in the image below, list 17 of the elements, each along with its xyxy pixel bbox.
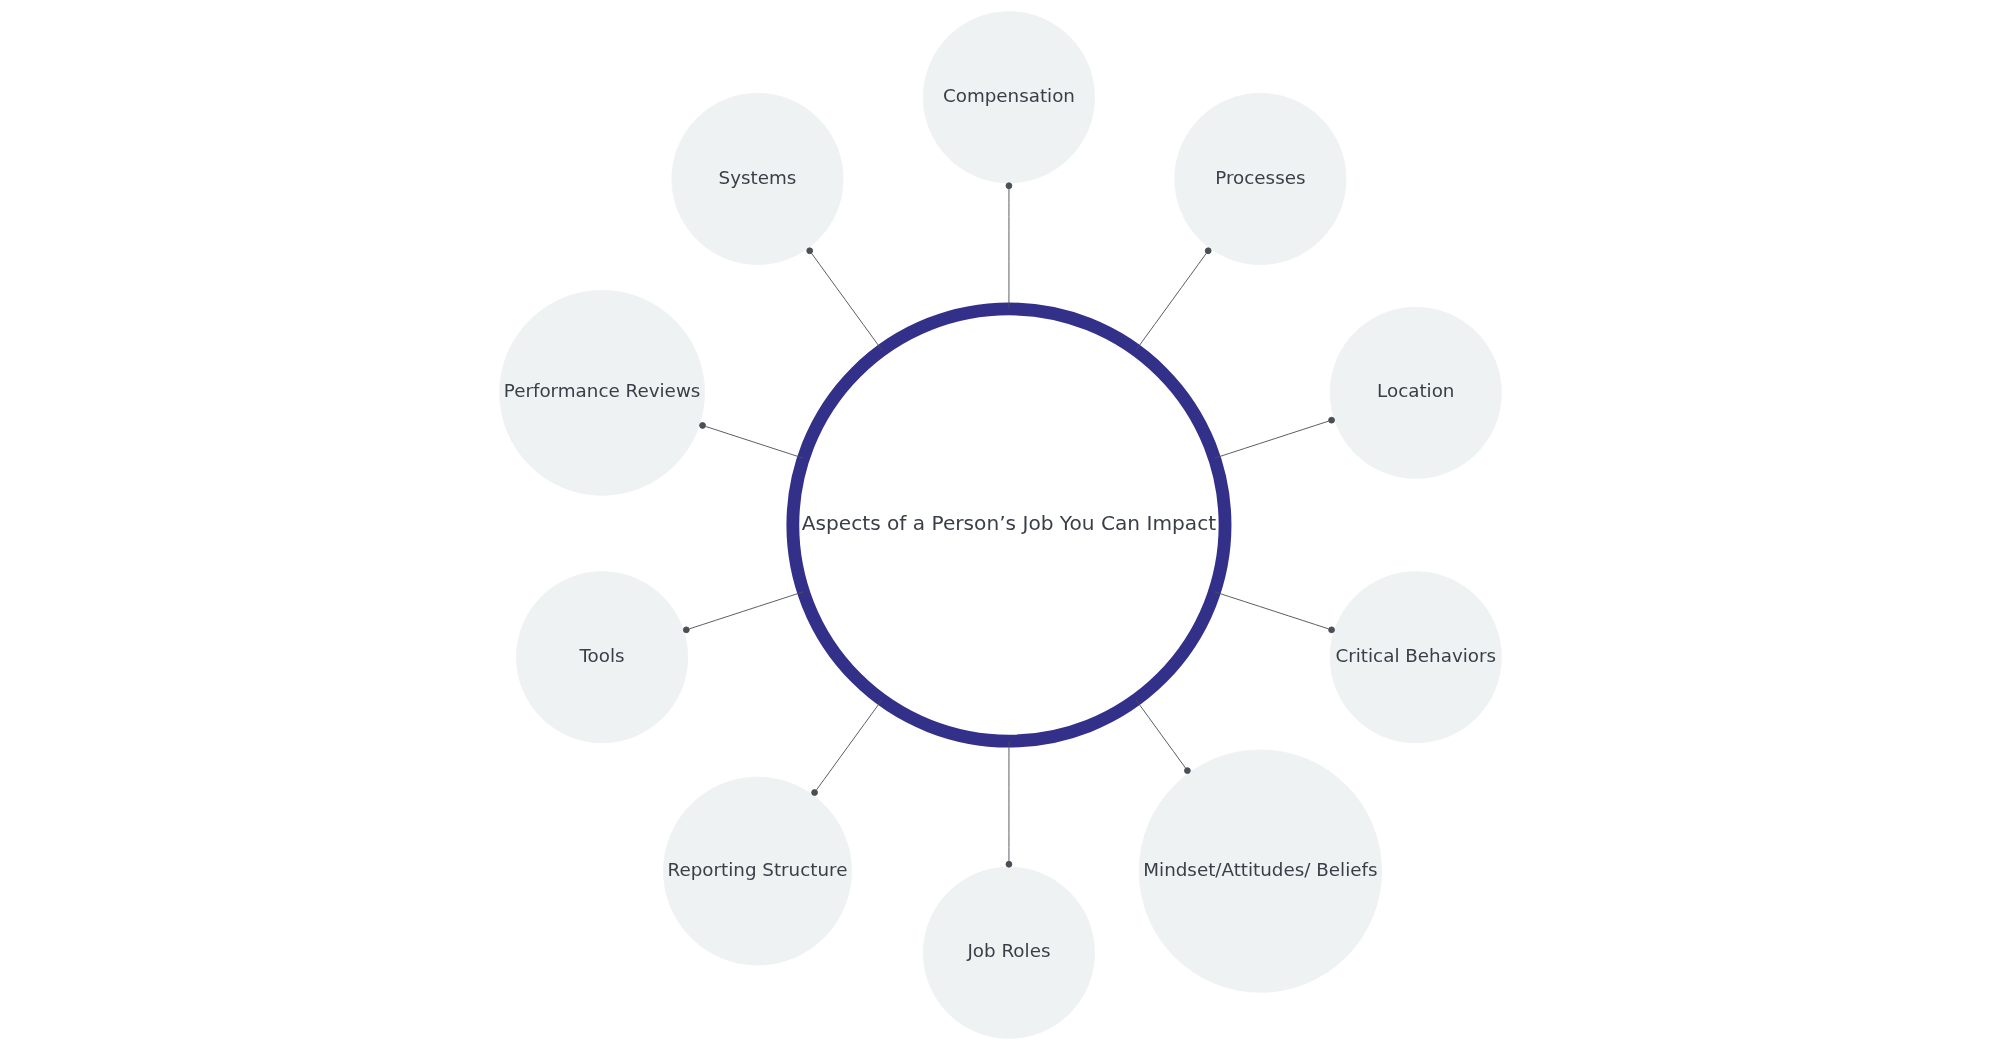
connector <box>1005 740 1012 868</box>
connector <box>805 247 882 351</box>
connector <box>698 422 804 459</box>
connector <box>682 591 804 634</box>
node-circle: Mindset/Attitudes/ Beliefs <box>1138 749 1382 993</box>
node-circle: Processes <box>1173 92 1346 265</box>
connector <box>1213 591 1335 634</box>
connector <box>810 699 882 796</box>
connector <box>1005 182 1012 310</box>
node-circle: Systems <box>671 92 843 265</box>
node-circle: Job Roles <box>922 866 1095 1039</box>
node-circle: Reporting Structure <box>662 776 852 966</box>
node-circle: Compensation <box>922 11 1095 184</box>
connector <box>1213 416 1335 459</box>
connector <box>1135 699 1191 774</box>
node-circle: Aspects of a Person’s Job You Can Impact <box>785 302 1231 748</box>
connector <box>1135 247 1212 351</box>
